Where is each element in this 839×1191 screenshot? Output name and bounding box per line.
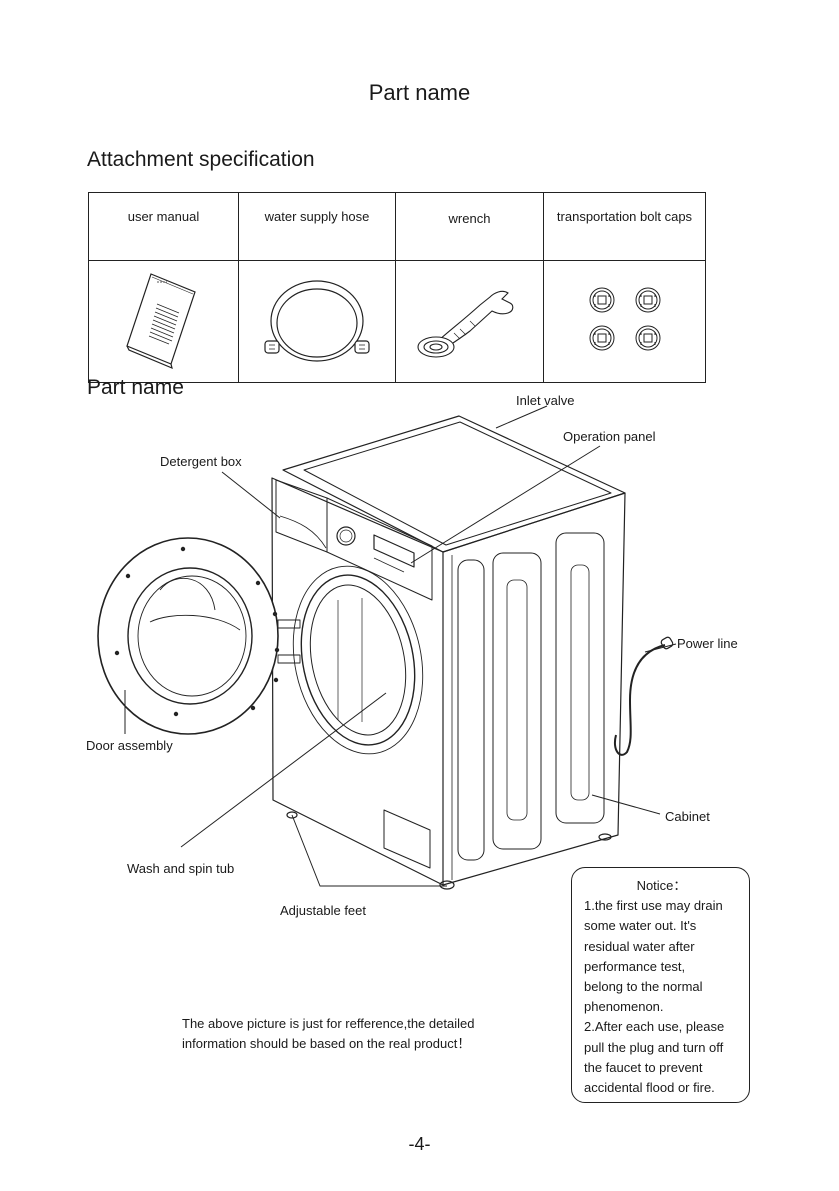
label-door-assembly: Door assembly	[86, 738, 173, 753]
notice-title: Notice：	[636, 878, 687, 893]
filter-cover	[383, 809, 431, 869]
disclaimer-line: information should be based on the real …	[182, 1036, 471, 1051]
leader-adjustable-feet	[291, 814, 447, 887]
wrench-cell	[395, 260, 544, 383]
notice-line: phenomenon.	[584, 999, 664, 1015]
notice-box: Notice： 1.the first use may drain some w…	[571, 867, 750, 1103]
attachment-image-row	[88, 260, 706, 383]
notice-line: performance test,	[584, 958, 686, 974]
leader-detergent-box	[221, 471, 281, 519]
disclaimer-line: The above picture is just for refference…	[182, 1016, 475, 1031]
hose-cell	[238, 260, 396, 383]
leader-power-line	[644, 643, 677, 653]
notice-line: 1.the first use may drain	[584, 898, 723, 914]
notice-line: residual water after	[584, 938, 695, 954]
label-inlet-valve: Inlet valve	[516, 393, 575, 408]
notice-line: 2.After each use, please	[584, 1019, 725, 1035]
leader-inlet-valve	[495, 405, 548, 429]
page-title: Part name	[368, 80, 471, 105]
power-cord	[614, 644, 666, 756]
leader-cabinet	[591, 794, 661, 815]
attachment-label: transportation bolt caps	[543, 192, 706, 261]
notice-line: some water out. It's	[584, 918, 697, 934]
label-power-line: Power line	[677, 636, 738, 651]
manual-booklet-icon	[125, 273, 196, 370]
machine-side	[442, 492, 626, 886]
label-wash-spin-tub: Wash and spin tub	[127, 861, 235, 876]
attachment-heading: Attachment specification	[87, 148, 315, 171]
display-window	[373, 534, 415, 568]
drum-ring	[292, 565, 424, 755]
attachment-table: user manual water supply hose wrench tra…	[88, 192, 706, 383]
page-number: -4-	[408, 1134, 431, 1154]
label-adjustable-feet: Adjustable feet	[280, 903, 367, 918]
hose-icon	[264, 280, 370, 362]
notice-line: pull the plug and turn off	[584, 1039, 724, 1055]
label-operation-panel: Operation panel	[563, 429, 656, 444]
label-cabinet: Cabinet	[665, 809, 710, 824]
part-name-heading: Part name	[87, 376, 184, 399]
bolt-caps-icon	[589, 287, 660, 351]
notice-line: belong to the normal	[584, 979, 703, 995]
manual-cell	[88, 260, 239, 383]
notice-line: the faucet to prevent	[584, 1059, 703, 1075]
label-detergent-box: Detergent box	[160, 454, 242, 469]
attachment-header-row: user manual water supply hose wrench tra…	[88, 192, 706, 261]
notice-line: accidental flood or fire.	[584, 1080, 715, 1096]
bolt-caps-cell	[543, 260, 706, 383]
wrench-icon	[416, 290, 513, 358]
disclaimer: The above picture is just for refference…	[182, 1014, 474, 1054]
leader-wash-tub	[180, 692, 387, 848]
leader-operation-panel	[410, 445, 601, 564]
